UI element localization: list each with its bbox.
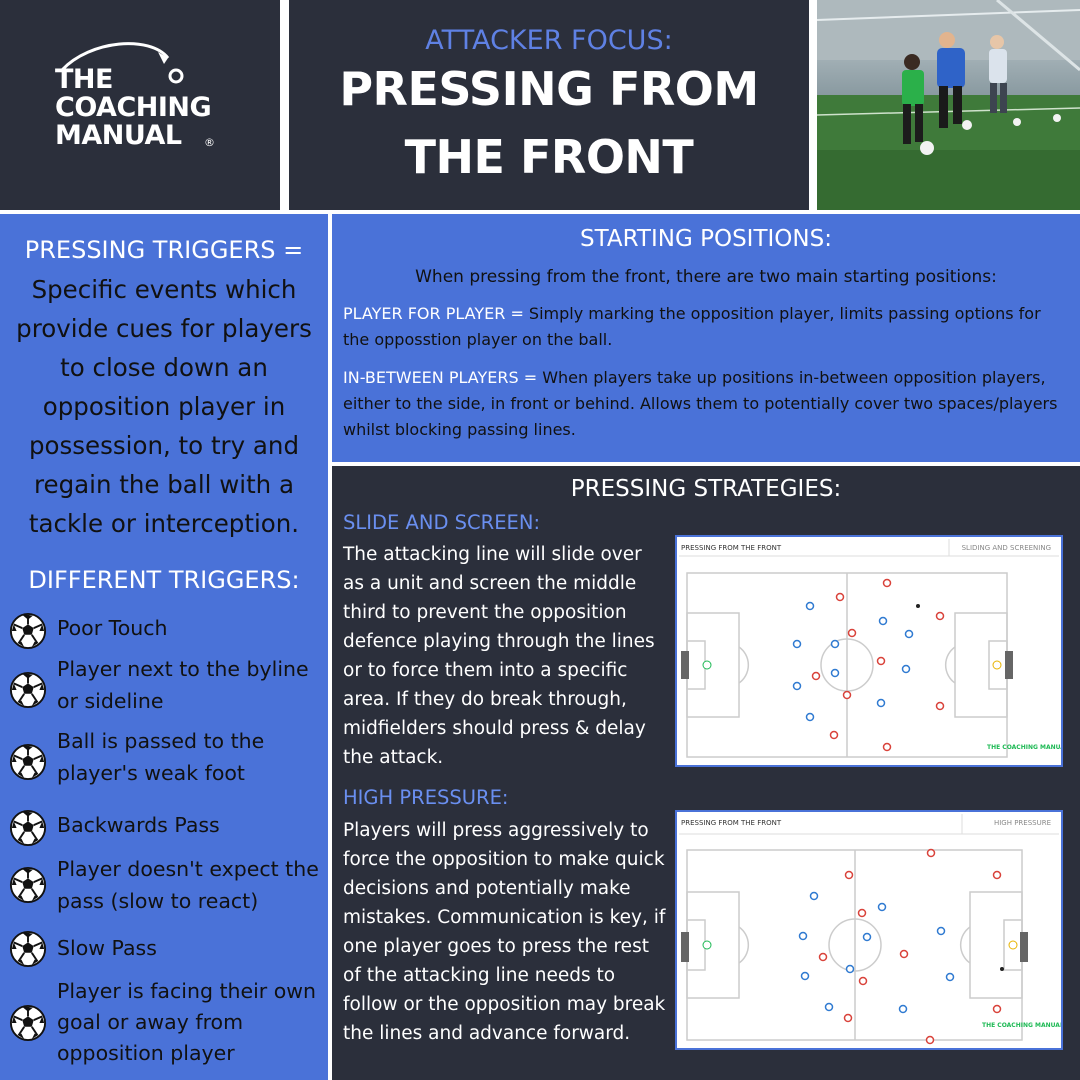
logo-text-manual: MANUAL: [55, 120, 182, 151]
football-icon: [9, 866, 47, 904]
starting-positions-intro: When pressing from the front, there are …: [415, 267, 997, 287]
trigger-text: Player next to the byline or sideline: [57, 657, 309, 713]
football-icon: [9, 930, 47, 968]
training-photo: [817, 0, 1080, 210]
football-icon: [9, 671, 47, 709]
diagram-logo: THE COACHING MANUAL: [982, 1022, 1061, 1029]
triggers-heading: PRESSING TRIGGERS =: [24, 236, 304, 264]
trigger-text: Backwards Pass: [57, 813, 220, 837]
list-item: Backwards Pass: [0, 809, 328, 869]
registered-mark: ®: [204, 136, 215, 149]
pitch-diagram: THE COACHING MANUAL: [679, 539, 1061, 758]
high-pressure-title: HIGH PRESSURE:: [343, 786, 509, 809]
slide-and-screen-text: The attacking line will slide over as a …: [343, 544, 655, 768]
trigger-text: Slow Pass: [57, 936, 157, 960]
high-pressure-text: Players will press aggressively to force…: [343, 820, 666, 1044]
triggers-definition: Specific events which provide cues for p…: [16, 275, 312, 538]
diagram-logo: THE COACHING MANUAL: [987, 744, 1061, 751]
strategies-panel: PRESSING STRATEGIES: SLIDE AND SCREEN: T…: [332, 466, 1080, 1080]
high-pressure-diagram: PRESSING FROM THE FRONT HIGH PRESSURE: [675, 810, 1063, 1050]
trigger-text: Player doesn't expect the pass (slow to …: [57, 857, 319, 913]
logo-arrow-icon: [60, 42, 184, 84]
pitch-diagram: THE COACHING MANUAL: [679, 814, 1061, 1045]
player-for-player-paragraph: PLAYER FOR PLAYER = Simply marking the o…: [343, 301, 1071, 353]
list-item: Poor Touch: [0, 612, 328, 672]
in-between-key: IN-BETWEEN PLAYERS =: [343, 368, 538, 387]
list-item: Player doesn't expect the pass (slow to …: [0, 857, 328, 926]
page-title-line1: PRESSING FROM: [339, 62, 759, 116]
in-between-paragraph: IN-BETWEEN PLAYERS = When players take u…: [343, 365, 1071, 443]
starting-positions-panel: STARTING POSITIONS: When pressing from t…: [332, 214, 1080, 462]
diagram-label: SLIDING AND SCREENING: [961, 544, 1051, 552]
player-for-player-key: PLAYER FOR PLAYER =: [343, 304, 524, 323]
logo-text-coaching: COACHING: [55, 92, 212, 123]
slide-and-screen-title: SLIDE AND SCREEN:: [343, 511, 541, 534]
photo-illustration: [817, 0, 1080, 210]
football-icon: [9, 1004, 47, 1042]
strategies-heading: PRESSING STRATEGIES:: [570, 476, 842, 502]
list-item: Player next to the byline or sideline: [0, 657, 328, 726]
title-kicker: ATTACKER FOCUS:: [425, 25, 673, 56]
list-item: Slow Pass: [0, 930, 328, 990]
football-icon: [9, 809, 47, 847]
diagram-title: PRESSING FROM THE FRONT: [681, 544, 782, 552]
trigger-text: Ball is passed to the player's weak foot: [57, 729, 265, 785]
logo-text-the: THE: [55, 64, 113, 95]
triggers-panel: PRESSING TRIGGERS = Specific events whic…: [0, 214, 328, 1080]
page-title-line2: THE FRONT: [404, 130, 694, 184]
title-panel: ATTACKER FOCUS: PRESSING FROM THE FRONT: [289, 0, 809, 210]
list-item: Player is facing their own goal or away …: [0, 979, 328, 1065]
list-item: Ball is passed to the player's weak foot: [0, 729, 328, 798]
logo-panel: THE COACHING MANUAL ®: [0, 0, 280, 210]
slide-and-screen-diagram: PRESSING FROM THE FRONT SLIDING AND SCRE…: [675, 535, 1063, 767]
different-triggers-heading: DIFFERENT TRIGGERS:: [28, 566, 300, 594]
diagram-label: HIGH PRESSURE: [993, 819, 1051, 827]
trigger-text: Player is facing their own goal or away …: [57, 979, 317, 1065]
football-icon: [9, 743, 47, 781]
player-for-player-text: Simply marking the opposition player, li…: [343, 304, 1041, 349]
starting-positions-heading: STARTING POSITIONS:: [580, 226, 832, 252]
diagram-title: PRESSING FROM THE FRONT: [681, 819, 782, 827]
football-icon: [9, 612, 47, 650]
trigger-text: Poor Touch: [57, 616, 168, 640]
in-between-text: When players take up positions in-betwee…: [343, 368, 1058, 439]
